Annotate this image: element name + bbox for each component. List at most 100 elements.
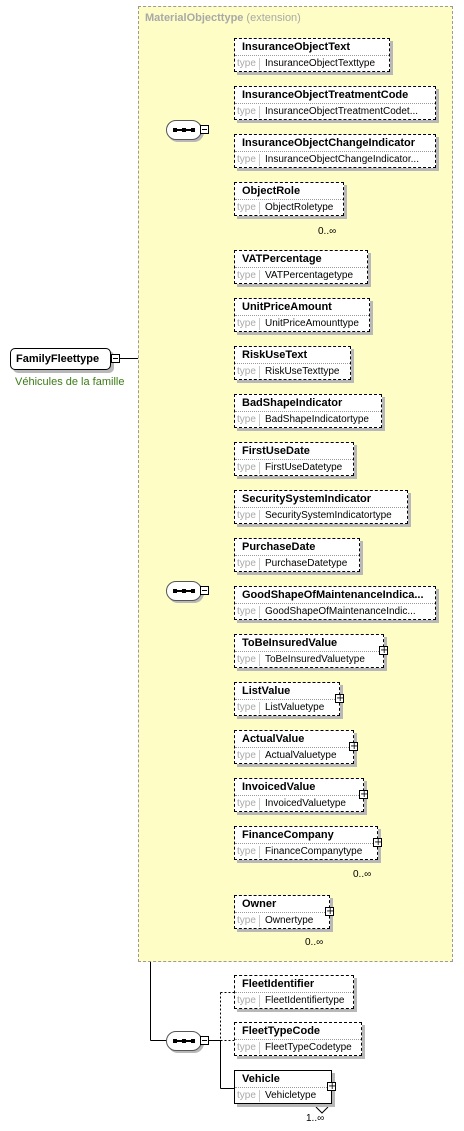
type-label: type	[237, 366, 260, 378]
element-name: FleetIdentifier	[242, 978, 315, 990]
element-name: Owner	[242, 898, 277, 910]
expand-icon[interactable]: +	[335, 693, 345, 704]
element-name: InsuranceObjectText	[242, 41, 350, 53]
sequence-collapse-icon[interactable]	[200, 125, 209, 134]
type-label: type	[237, 1042, 260, 1054]
element-name: FinanceCompany	[242, 829, 334, 841]
element-badshapeindicator[interactable]: BadShapeIndicator type BadShapeIndicator…	[234, 394, 382, 428]
element-type: BadShapeIndicatortype	[265, 414, 369, 425]
element-actualvalue[interactable]: ActualValue type ActualValuetype	[234, 730, 354, 764]
element-name: InsuranceObjectChangeIndicator	[242, 137, 415, 149]
element-type: ListValuetype	[265, 702, 325, 713]
element-vehicle[interactable]: Vehicle type Vehicletype	[234, 1070, 332, 1104]
type-label: type	[237, 510, 260, 522]
expand-icon[interactable]: +	[359, 789, 369, 800]
sequence-collapse-icon[interactable]	[200, 1036, 209, 1045]
element-riskusetext[interactable]: RiskUseText type RiskUseTexttype	[234, 346, 351, 380]
expand-icon[interactable]: +	[379, 645, 389, 656]
element-objectrole[interactable]: ObjectRole type ObjectRoletype	[234, 182, 344, 216]
element-type: FirstUseDatetype	[265, 462, 343, 473]
type-label: type	[237, 654, 260, 666]
expand-icon[interactable]: +	[349, 741, 359, 752]
type-label: type	[237, 318, 260, 330]
element-name: ListValue	[242, 685, 291, 697]
element-name: FleetTypeCode	[242, 1025, 321, 1037]
element-name: SecuritySystemIndicator	[242, 493, 371, 505]
element-type: InsuranceObjectTreatmentCodet...	[265, 106, 419, 117]
occurrence-label: 0..∞	[318, 226, 337, 237]
expand-icon[interactable]: +	[325, 906, 335, 917]
element-name: VATPercentage	[242, 253, 322, 265]
element-type: FinanceCompanytype	[265, 846, 363, 857]
element-type: ActualValuetype	[265, 750, 337, 761]
extension-kind-label: (extension)	[246, 12, 301, 24]
root-element-name: FamilyFleettype	[16, 353, 100, 365]
extension-base-name: MaterialObjecttype	[145, 12, 244, 24]
element-type: FleetIdentifiertype	[265, 995, 345, 1006]
element-name: ToBeInsuredValue	[242, 637, 338, 649]
type-label: type	[237, 558, 260, 570]
element-owner[interactable]: Owner type Ownertype	[234, 895, 330, 929]
type-label: type	[237, 106, 260, 118]
occurrence-label: 1..∞	[306, 1113, 325, 1124]
root-element-familyfleettype[interactable]: FamilyFleettype	[10, 348, 111, 370]
element-insuranceobjecttreatmentcode[interactable]: InsuranceObjectTreatmentCode type Insura…	[234, 86, 436, 120]
element-type: Ownertype	[265, 915, 314, 926]
element-type: ToBeInsuredValuetype	[265, 654, 365, 665]
element-name: Vehicle	[242, 1073, 280, 1085]
element-invoicedvalue[interactable]: InvoicedValue type InvoicedValuetype	[234, 778, 364, 812]
extension-title: MaterialObjecttype(extension)	[145, 12, 301, 24]
element-vatpercentage[interactable]: VATPercentage type VATPercentagetype	[234, 250, 368, 284]
element-name: UnitPriceAmount	[242, 301, 332, 313]
element-type: FleetTypeCodetype	[265, 1042, 352, 1053]
element-name: PurchaseDate	[242, 541, 316, 553]
type-label: type	[237, 702, 260, 714]
expand-icon[interactable]: +	[327, 1081, 337, 1092]
element-type: UnitPriceAmounttype	[265, 318, 359, 329]
type-label: type	[237, 58, 260, 70]
element-fleettypecode[interactable]: FleetTypeCode type FleetTypeCodetype	[234, 1022, 362, 1056]
type-label: type	[237, 462, 260, 474]
type-label: type	[237, 606, 260, 618]
element-name: ActualValue	[242, 733, 305, 745]
sequence-compositor-icon[interactable]	[166, 581, 202, 601]
sequence-compositor-icon[interactable]	[166, 120, 202, 140]
element-type: ObjectRoletype	[265, 202, 334, 213]
sequence-compositor-icon[interactable]	[166, 1031, 202, 1051]
type-label: type	[237, 798, 260, 810]
element-fleetidentifier[interactable]: FleetIdentifier type FleetIdentifiertype	[234, 975, 354, 1009]
element-purchasedate[interactable]: PurchaseDate type PurchaseDatetype	[234, 538, 360, 572]
type-label: type	[237, 414, 260, 426]
element-type: InsuranceObjectChangeIndicator...	[265, 154, 419, 165]
element-securitysystemindicator[interactable]: SecuritySystemIndicator type SecuritySys…	[234, 490, 408, 524]
element-firstusedate[interactable]: FirstUseDate type FirstUseDatetype	[234, 442, 354, 476]
element-goodshapeofmaintenanceindicator[interactable]: GoodShapeOfMaintenanceIndica... type Goo…	[234, 586, 436, 620]
element-insuranceobjectchangeindicator[interactable]: InsuranceObjectChangeIndicator type Insu…	[234, 134, 436, 168]
element-name: BadShapeIndicator	[242, 397, 343, 409]
element-type: RiskUseTexttype	[265, 366, 340, 377]
sequence-collapse-icon[interactable]	[200, 586, 209, 595]
element-type: Vehicletype	[265, 1090, 317, 1101]
type-label: type	[237, 1090, 260, 1102]
element-type: InsuranceObjectTexttype	[265, 58, 376, 69]
type-label: type	[237, 270, 260, 282]
root-documentation: Véhicules de la famille	[15, 376, 125, 388]
type-label: type	[237, 915, 260, 927]
element-listvalue[interactable]: ListValue type ListValuetype	[234, 682, 340, 716]
element-tobeinsuredvalue[interactable]: ToBeInsuredValue type ToBeInsuredValuety…	[234, 634, 384, 668]
element-type: SecuritySystemIndicatortype	[265, 510, 392, 521]
element-name: RiskUseText	[242, 349, 308, 361]
type-label: type	[237, 750, 260, 762]
element-type: PurchaseDatetype	[265, 558, 348, 569]
type-label: type	[237, 846, 260, 858]
root-collapse-icon[interactable]	[111, 354, 120, 363]
element-name: ObjectRole	[242, 185, 301, 197]
element-unitpriceamount[interactable]: UnitPriceAmount type UnitPriceAmounttype	[234, 298, 370, 332]
occurrence-label: 0..∞	[353, 869, 372, 880]
expand-icon[interactable]: +	[373, 837, 383, 848]
element-name: FirstUseDate	[242, 445, 310, 457]
element-insuranceobjecttext[interactable]: InsuranceObjectText type InsuranceObject…	[234, 38, 390, 72]
type-label: type	[237, 202, 260, 214]
element-financecompany[interactable]: FinanceCompany type FinanceCompanytype	[234, 826, 378, 860]
element-name: InsuranceObjectTreatmentCode	[242, 89, 409, 101]
